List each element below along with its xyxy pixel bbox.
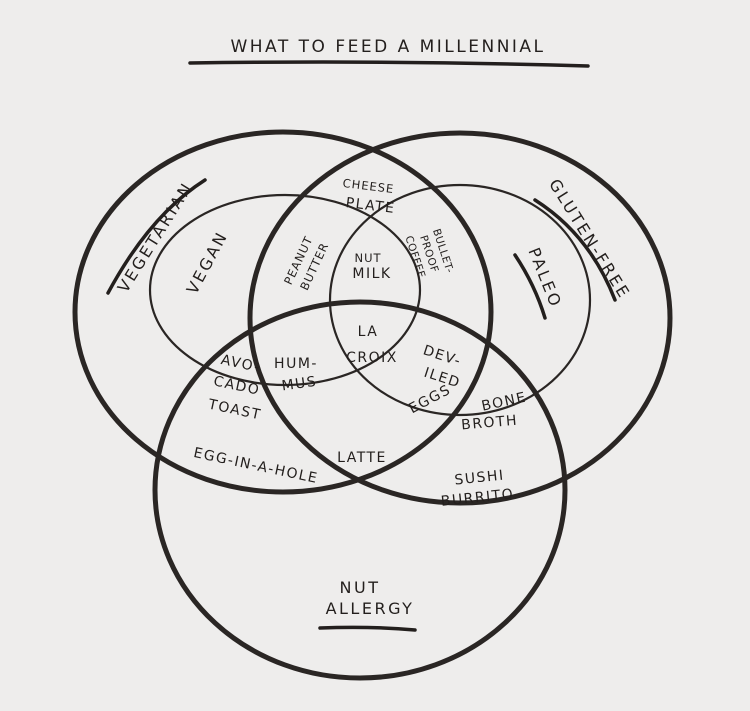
sushi-burrito-item: SUSHI BURRITO xyxy=(440,467,515,509)
bone-broth-item: BONE BROTH xyxy=(461,390,529,434)
gluten-free-underline xyxy=(533,198,617,302)
gluten-free-circle xyxy=(247,130,673,506)
food-label: TOAST xyxy=(206,396,263,423)
title-underline xyxy=(188,60,590,68)
nut-allergy-label-line1: NUT xyxy=(340,578,381,597)
food-label: CHEESE xyxy=(342,176,395,196)
food-label: HUM- xyxy=(274,356,318,372)
food-label: SUSHI xyxy=(454,467,506,488)
food-label: MUS xyxy=(281,374,319,395)
food-label: MILK xyxy=(352,266,391,282)
hummus-item: HUM- MUS xyxy=(274,356,318,394)
latte-item: LATTE xyxy=(337,450,387,466)
nut-allergy-circle xyxy=(152,299,568,681)
vegan-label: VEGAN xyxy=(183,228,232,298)
vegan-circle xyxy=(148,193,422,387)
food-label: LA xyxy=(358,324,379,340)
nut-milk-item: NUT MILK xyxy=(352,251,391,282)
avocado-toast-item: AVO- CADO TOAST xyxy=(206,352,263,423)
la-croix-item: LA CROIX xyxy=(346,324,398,366)
food-label: PLATE xyxy=(345,195,397,217)
paleo-circle xyxy=(328,183,592,417)
peanut-butter-item: PEANUT BUTTER xyxy=(281,234,332,293)
nut-allergy-label-line2: ALLERGY xyxy=(326,599,415,618)
food-label: NUT xyxy=(354,251,381,265)
food-label: CROIX xyxy=(346,350,398,366)
cheese-plate-item: CHEESE PLATE xyxy=(342,176,396,217)
food-label: BURRITO xyxy=(440,486,515,510)
food-label: BROTH xyxy=(461,413,519,434)
deviled-eggs-item: DEV- ILED EGGS xyxy=(406,342,463,417)
vegetarian-circle xyxy=(72,129,494,495)
diagram-title: WHAT TO FEED A MILLENNIAL xyxy=(230,37,545,57)
nut-allergy-underline xyxy=(318,625,417,632)
food-label: BONE xyxy=(480,390,528,415)
bulletproof-coffee-item: BULLET- PROOF COFFEE xyxy=(402,227,455,279)
paleo-label: PALEO xyxy=(524,245,565,311)
paleo-underline xyxy=(513,253,547,320)
vegetarian-underline xyxy=(106,178,207,295)
food-label: CADO xyxy=(212,373,261,398)
